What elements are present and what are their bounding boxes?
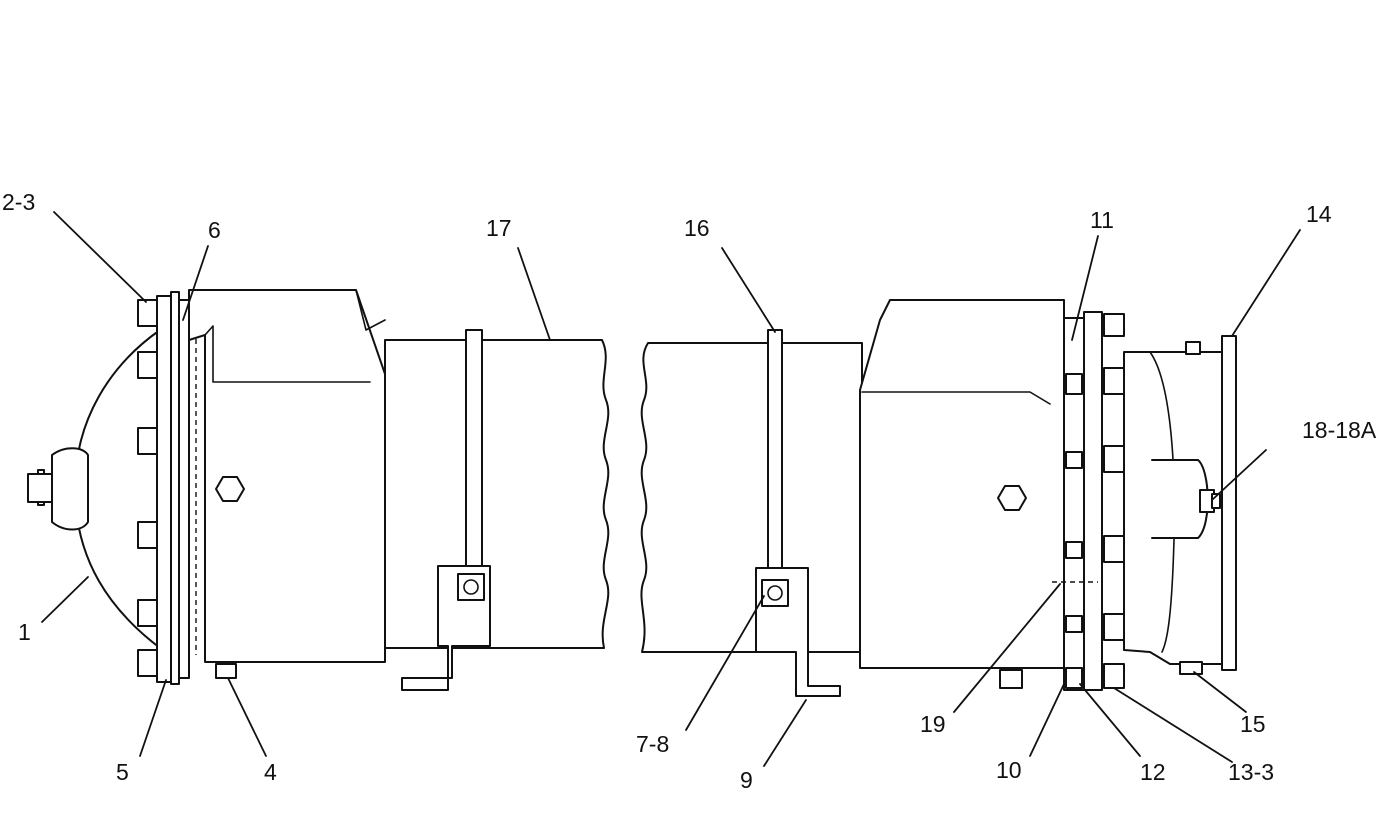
left-tube-section [384, 329, 610, 691]
stud [1065, 373, 1083, 395]
callout-15: 15 [1240, 711, 1266, 737]
right-end-plate [1221, 335, 1237, 671]
stud [1065, 615, 1083, 633]
right-bracket-bolt-head [767, 585, 783, 601]
leader-15 [1193, 671, 1247, 713]
right-tube-section [640, 329, 863, 697]
callout-7-8: 7-8 [636, 731, 669, 757]
end-cover-hub-body [51, 447, 89, 531]
bolt [137, 351, 159, 379]
leader-5 [139, 679, 167, 757]
left-bracket-bolt-head [463, 579, 479, 595]
right-top-fitting [1185, 341, 1201, 355]
callout-9: 9 [740, 767, 753, 793]
leader-16 [721, 247, 776, 333]
left-housing-plug-icon [215, 476, 245, 502]
right-bottom-bolt [1179, 661, 1203, 675]
left-flange-plate [156, 295, 172, 683]
right-spacer-plate [1083, 311, 1103, 691]
leader-13-3 [1113, 687, 1233, 763]
callout-14: 14 [1306, 201, 1332, 227]
leader-7-8 [685, 595, 765, 731]
leader-17 [517, 247, 551, 341]
callout-19: 19 [920, 711, 946, 737]
bolt [1103, 613, 1125, 641]
right-end-assembly [859, 299, 1237, 691]
leader-10 [1029, 683, 1065, 757]
callout-5: 5 [116, 759, 129, 785]
callout-labels: 2-3 6 17 16 11 14 18-18A 1 19 15 7-8 5 4… [2, 189, 1377, 793]
bolt [1103, 313, 1125, 337]
stud [1065, 451, 1083, 469]
leader-1 [41, 576, 89, 623]
bolt [1103, 367, 1125, 395]
left-housing-face-edge [204, 325, 371, 383]
callout-4: 4 [264, 759, 277, 785]
right-housing-face-edge [861, 391, 1051, 405]
bolt [137, 649, 159, 677]
right-tube [640, 342, 863, 653]
right-housing-drain-bolt [999, 669, 1023, 689]
right-bracket-nut [761, 579, 789, 607]
callout-13-3: 13-3 [1228, 759, 1274, 785]
right-spacer-studs [1065, 373, 1083, 689]
bolt [1103, 535, 1125, 563]
callout-17: 17 [486, 215, 512, 241]
right-flange-bolts [1103, 313, 1125, 689]
left-inner-plate [178, 299, 190, 679]
bolt [137, 521, 159, 549]
leader-2-3 [53, 211, 147, 303]
leader-4 [227, 677, 267, 757]
callout-1: 1 [18, 619, 31, 645]
right-housing [859, 299, 1065, 669]
right-shaft-tip [1211, 493, 1221, 509]
callout-2-3: 2-3 [2, 189, 35, 215]
stud [1065, 667, 1083, 689]
left-bracket-nut [457, 573, 485, 601]
leader-19 [953, 583, 1061, 713]
leader-9 [763, 699, 807, 767]
housing-drain-bolt [215, 663, 237, 679]
bolt [137, 299, 159, 327]
left-housing [188, 289, 386, 663]
bolt [137, 427, 159, 455]
left-end-assembly [27, 289, 386, 685]
callout-12: 12 [1140, 759, 1166, 785]
left-tube [384, 339, 610, 649]
right-support-rod [767, 329, 783, 571]
left-housing-top-fold [355, 289, 386, 331]
callout-16: 16 [684, 215, 710, 241]
leader-11 [1071, 235, 1099, 341]
callout-11: 11 [1090, 207, 1114, 233]
bolt [1103, 445, 1125, 473]
left-gasket [170, 291, 180, 685]
callout-18-18a: 18-18A [1302, 417, 1377, 443]
left-support-rod [465, 329, 483, 569]
bolt [137, 599, 159, 627]
leader-12 [1079, 683, 1141, 757]
callout-6: 6 [208, 217, 221, 243]
leader-14 [1231, 229, 1301, 337]
leader-lines [41, 211, 1301, 767]
leader-6 [182, 245, 209, 321]
end-cover-hub-stub [27, 473, 53, 503]
callout-10: 10 [996, 757, 1022, 783]
stud [1065, 541, 1083, 559]
leader-18-18a [1211, 449, 1267, 501]
bolt [1103, 663, 1125, 689]
right-housing-plug-icon [997, 485, 1027, 511]
